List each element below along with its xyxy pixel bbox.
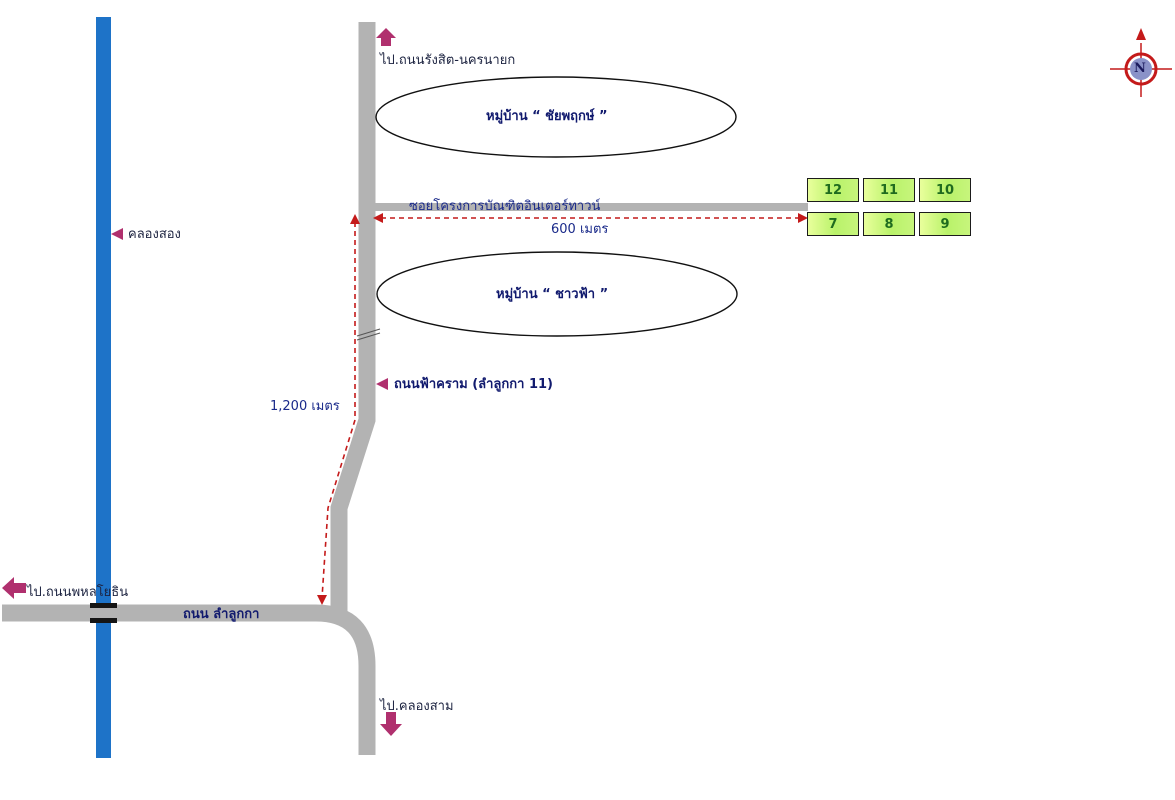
label-village-south: หมู่บ้าน “ ชาวฟ้า ” (496, 287, 609, 302)
label-distance-soi: 600 เมตร (551, 222, 609, 237)
compass-label: N (1134, 61, 1146, 76)
lot-12: 12 (807, 178, 859, 202)
arrow-north-icon (376, 28, 396, 46)
label-soi-project: ซอยโครงการบัณฑิตอินเตอร์ทาวน์ (409, 199, 601, 214)
road-break-mark (356, 328, 381, 341)
label-to-north: ไป.ถนนรังสิต-นครนายก (380, 53, 516, 68)
bridge (90, 603, 117, 623)
canal (96, 17, 111, 758)
distance-line-main (317, 214, 360, 605)
label-distance-main: 1,200 เมตร (270, 399, 340, 414)
compass-icon (1110, 28, 1172, 97)
pointer-road-icon (376, 378, 388, 390)
distance-line-soi (373, 213, 808, 223)
label-canal: คลองสอง (128, 227, 181, 242)
lot-9: 9 (919, 212, 971, 236)
lot-11: 11 (863, 178, 915, 202)
road-fakhram (330, 22, 376, 613)
lot-10: 10 (919, 178, 971, 202)
road-lamlukka-bend (315, 604, 376, 755)
arrow-west-icon (2, 577, 26, 599)
label-village-north: หมู่บ้าน “ ชัยพฤกษ์ ” (486, 109, 608, 124)
pointer-canal-icon (111, 228, 123, 240)
arrow-south-icon (380, 712, 402, 736)
road-network (2, 22, 808, 755)
label-lower-road: ถนน ลำลูกกา (183, 607, 260, 622)
label-to-west: ไป.ถนนพหลโยธิน (27, 585, 129, 600)
label-main-road: ถนนฟ้าคราม (ลำลูกกา 11) (394, 377, 553, 392)
label-to-south: ไป.คลองสาม (380, 699, 454, 714)
village-north-boundary (375, 76, 737, 158)
lot-7: 7 (807, 212, 859, 236)
lot-8: 8 (863, 212, 915, 236)
village-south-boundary (376, 251, 738, 337)
